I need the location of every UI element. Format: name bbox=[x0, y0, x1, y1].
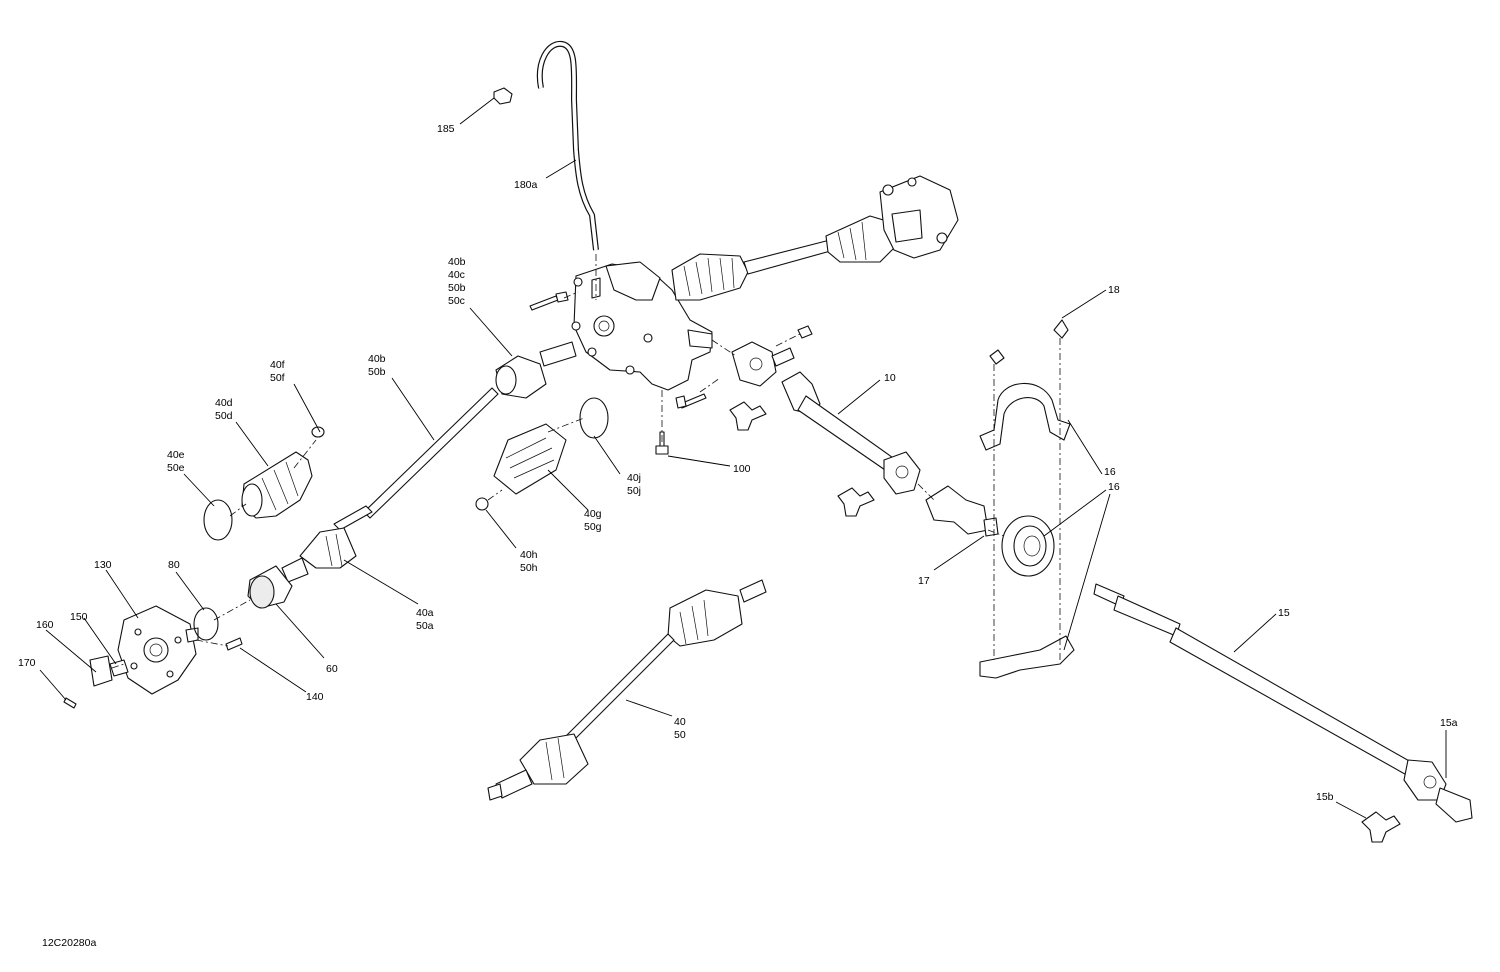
svg-text:50g: 50g bbox=[584, 521, 602, 533]
leader-lines bbox=[39, 97, 1447, 819]
svg-text:50e: 50e bbox=[167, 462, 185, 474]
callout-170: 170 bbox=[18, 657, 36, 669]
callout-150: 150 bbox=[70, 611, 88, 623]
callout-80: 80 bbox=[168, 559, 180, 571]
wheel-hub-part bbox=[63, 605, 243, 709]
svg-text:40g: 40g bbox=[584, 508, 602, 520]
svg-text:50d: 50d bbox=[215, 410, 233, 422]
svg-text:40a: 40a bbox=[416, 607, 434, 619]
callout-160: 160 bbox=[36, 619, 54, 631]
svg-text:40f: 40f bbox=[270, 359, 285, 371]
diagram-reference-id: 12C20280a bbox=[42, 937, 96, 949]
differential-bolts-part bbox=[529, 291, 813, 455]
callout-15b: 15b bbox=[1316, 791, 1334, 803]
svg-text:40: 40 bbox=[674, 716, 686, 728]
universal-joint-crosses-part bbox=[729, 401, 1401, 843]
svg-text:40j: 40j bbox=[627, 472, 641, 484]
front-differential-part bbox=[571, 261, 713, 391]
callout-40d-50d: 40d 50d bbox=[215, 397, 233, 422]
vent-hose-part bbox=[536, 40, 599, 251]
callout-130: 130 bbox=[94, 559, 112, 571]
callout-40a-50a: 40a 50a bbox=[416, 607, 434, 632]
svg-text:50a: 50a bbox=[416, 620, 434, 632]
callout-180a: 180a bbox=[514, 179, 538, 191]
callout-100: 100 bbox=[733, 463, 751, 475]
rear-propeller-shaft-part bbox=[1093, 583, 1473, 823]
cv-boot-center-part bbox=[475, 397, 609, 511]
right-front-drive-shaft-part bbox=[671, 175, 959, 301]
svg-text:40d: 40d bbox=[215, 397, 233, 409]
callout-40f-50f: 40f 50f bbox=[270, 359, 285, 384]
svg-text:40c: 40c bbox=[448, 269, 465, 281]
callout-16-upper: 16 bbox=[1104, 466, 1116, 478]
callout-40h-50h: 40h 50h bbox=[520, 549, 538, 574]
callout-15a: 15a bbox=[1440, 717, 1458, 729]
svg-text:50: 50 bbox=[674, 729, 686, 741]
callout-40-50: 40 50 bbox=[674, 716, 686, 741]
svg-text:50h: 50h bbox=[520, 562, 538, 574]
callout-140: 140 bbox=[306, 691, 324, 703]
svg-text:50b: 50b bbox=[448, 282, 466, 294]
svg-text:50f: 50f bbox=[270, 372, 285, 384]
svg-text:40b: 40b bbox=[368, 353, 386, 365]
svg-text:40h: 40h bbox=[520, 549, 538, 561]
carrier-bearing-assembly-part bbox=[979, 319, 1075, 679]
svg-text:50b: 50b bbox=[368, 366, 386, 378]
svg-text:50c: 50c bbox=[448, 295, 465, 307]
callout-40j-50j: 40j 50j bbox=[627, 472, 641, 497]
callout-60: 60 bbox=[326, 663, 338, 675]
cv-boot-left-part bbox=[203, 426, 325, 541]
hose-clip-part bbox=[493, 87, 513, 105]
svg-text:40b: 40b bbox=[448, 256, 466, 268]
callout-10: 10 bbox=[884, 372, 896, 384]
svg-text:40e: 40e bbox=[167, 449, 185, 461]
callout-18: 18 bbox=[1108, 284, 1120, 296]
left-inner-shaft-part bbox=[281, 341, 577, 583]
callout-40e-50e: 40e 50e bbox=[167, 449, 185, 474]
callout-17: 17 bbox=[918, 575, 930, 587]
callout-40b-50b: 40b 50b bbox=[368, 353, 386, 378]
callout-185: 185 bbox=[437, 123, 455, 135]
callout-40b-40c-50b-50c: 40b 40c 50b 50c bbox=[448, 256, 466, 307]
callout-labels: 185 180a 40b 40c 50b 50c 40b 50b 40f 50f… bbox=[18, 123, 1458, 803]
differential-yoke-part bbox=[731, 341, 795, 387]
bearing-cup-part bbox=[247, 565, 293, 609]
svg-text:50j: 50j bbox=[627, 485, 641, 497]
assembly-alignment-lines bbox=[111, 254, 1005, 669]
center-yoke-part bbox=[925, 485, 999, 537]
callout-15: 15 bbox=[1278, 607, 1290, 619]
callout-40g-50g: 40g 50g bbox=[584, 508, 602, 533]
front-propeller-shaft-part bbox=[781, 371, 921, 495]
complete-axle-part bbox=[487, 579, 767, 801]
callout-16-lower: 16 bbox=[1108, 481, 1120, 493]
